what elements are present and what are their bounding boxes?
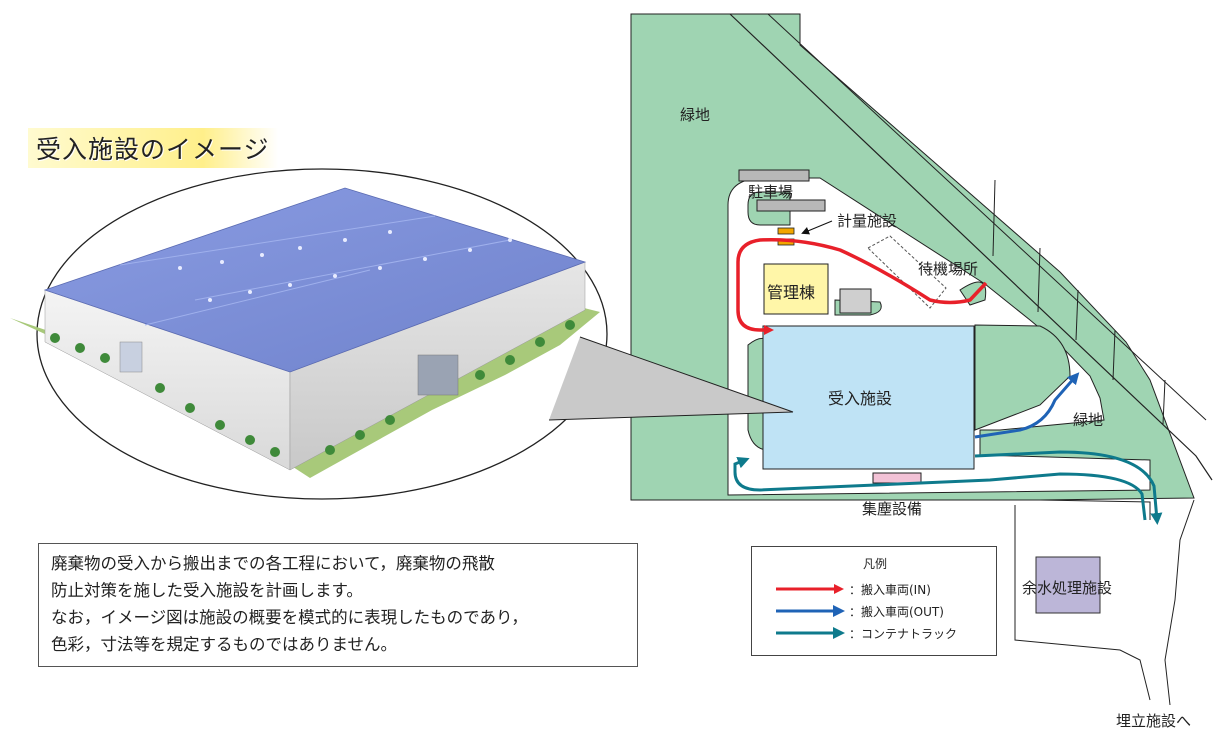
description-line: 防止対策を施した受入施設を計画します。 [51,581,363,600]
green-strip [974,324,1071,431]
legend-label-out: ：搬入車両(OUT) [849,605,944,619]
route-in [736,237,988,335]
road-edge [767,13,1207,421]
wastewater-facility [1035,556,1101,614]
road-edge [992,179,996,257]
road-edge [1039,499,1151,520]
callout-pointer-edge [548,411,794,421]
label-weighing: 計量施設 [837,212,897,230]
road-edge [1162,379,1166,425]
roof-ridge [119,215,511,326]
page-title: 受入施設のイメージ [36,135,270,164]
receiving-building [762,325,975,470]
label-green-right: 緑地 [1073,411,1103,429]
label-wastewater: 余水処理施設 [1022,579,1112,597]
roof [43,187,587,373]
label-waiting: 待機場所 [918,260,978,278]
description-line: 色彩，寸法等を規定するものではありません。 [51,635,398,654]
route-out [974,372,1080,439]
admin-annex [839,288,872,314]
legend: 凡例 ：搬入車両(IN) ：搬入車両(OUT) ：コンテナトラック [751,546,997,656]
legend-label-in: ：搬入車両(IN) [849,583,931,597]
road-edge [1075,289,1079,341]
callout-pointer-edge [579,336,794,413]
loading-bay [417,354,459,396]
label-dust: 集塵設備 [862,500,922,518]
parking-block [738,169,810,182]
trees [50,320,575,457]
description-box: 廃棄物の受入から搬出までの各工程において，廃棄物の飛散 防止対策を施した受入施設… [38,543,638,667]
road-edge [1037,247,1041,313]
label-green-top: 緑地 [680,106,710,124]
legend-arrows [776,584,845,639]
legend-label-container: ：コンテナトラック [849,627,958,641]
label-receiving: 受入施設 [828,389,892,408]
parking-block [756,199,826,212]
front-door [119,341,143,373]
description-line: 廃棄物の受入から搬出までの各工程において，廃棄物の飛散 [51,554,495,573]
route-container-1 [974,450,1163,525]
label-parking: 駐車場 [748,183,793,201]
label-admin: 管理棟 [767,283,815,302]
road-edge [1112,329,1116,381]
dust-collector [872,472,922,484]
road-edge [1164,499,1195,706]
route-container-2 [733,457,1147,521]
description-line: なお，イメージ図は施設の概要を模式的に表現したものであり， [51,608,528,627]
label-landfill: 埋立施設へ [1116,712,1191,730]
road-edge [729,13,1213,481]
road-edge [1014,505,1151,701]
weighing-pointer [801,220,833,235]
roof-vents [178,230,512,302]
title-highlight [28,128,278,168]
legend-title: 凡例 [862,557,887,571]
admin-building [763,263,829,315]
weighing-scale [777,227,795,235]
callout-pointer [549,337,793,420]
